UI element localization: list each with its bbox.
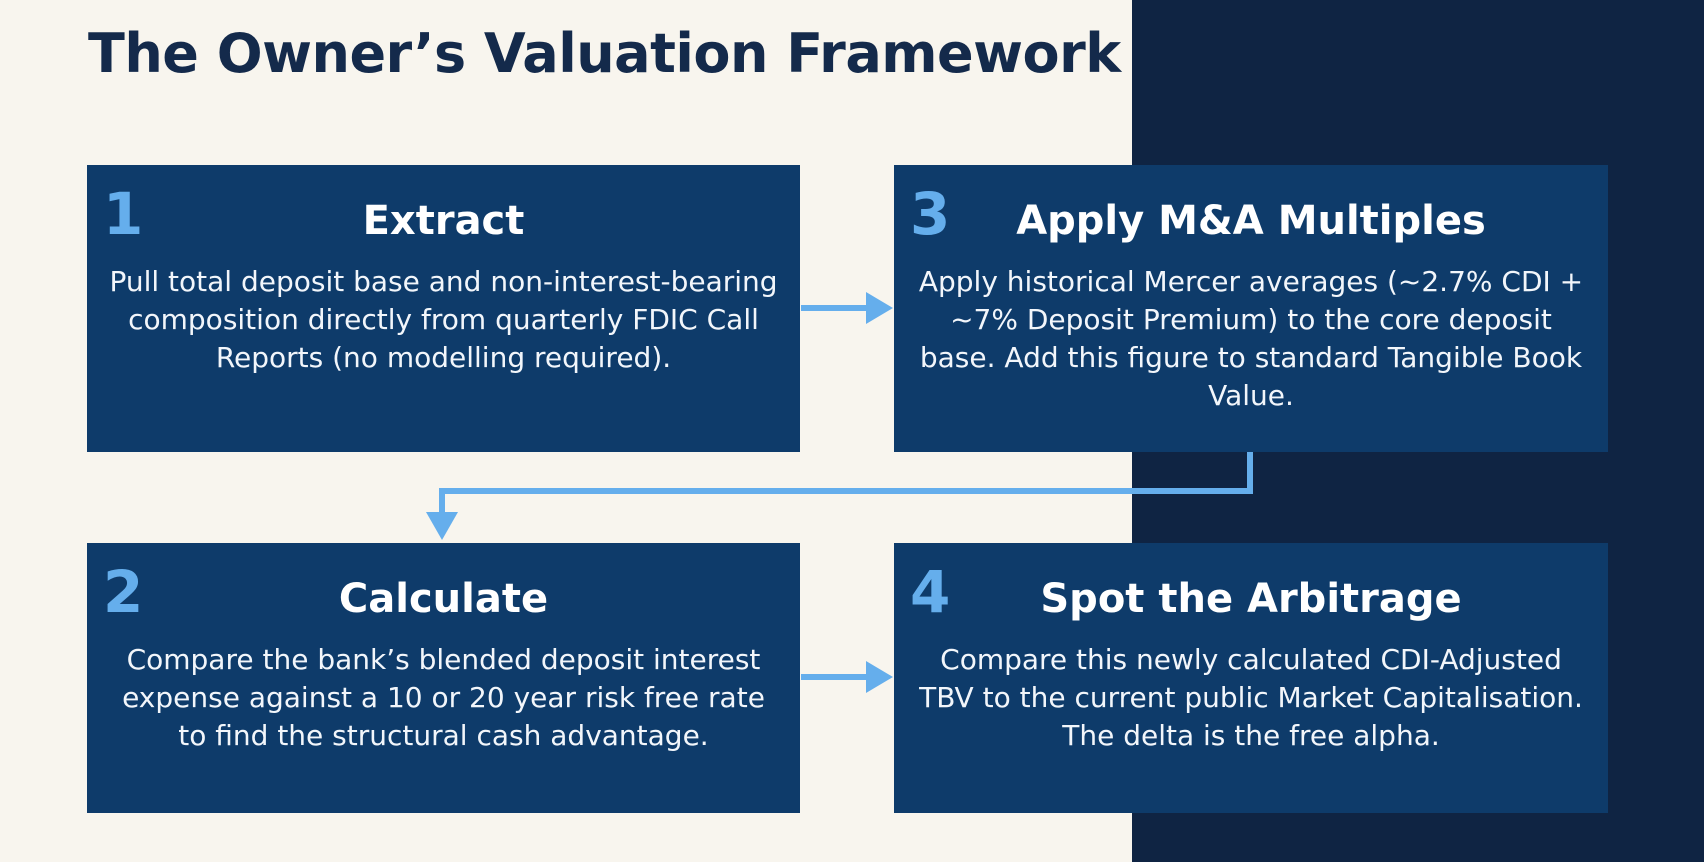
step-card-calculate: 2 Calculate Compare the bank’s blended d…: [87, 543, 800, 813]
arrow-extract-to-apply: [801, 292, 893, 324]
step-number: 4: [910, 558, 951, 626]
step-number: 3: [910, 180, 951, 248]
step-heading: Calculate: [338, 576, 549, 622]
step-heading: Apply M&A Multiples: [1016, 198, 1486, 244]
step-number: 1: [103, 180, 144, 248]
step-description: Pull total deposit base and non-interest…: [109, 265, 778, 374]
step-description: Compare the bank’s blended deposit inter…: [122, 643, 765, 752]
step-description: Compare this newly calculated CDI-Adjust…: [919, 643, 1583, 752]
step-card-apply-multiples: 3 Apply M&A Multiples Apply historical M…: [894, 165, 1608, 452]
step-heading: Spot the Arbitrage: [1040, 576, 1462, 622]
step-card-extract: 1 Extract Pull total deposit base and no…: [87, 165, 800, 452]
arrow-apply-to-calculate: [426, 452, 1253, 540]
step-card-spot-arbitrage: 4 Spot the Arbitrage Compare this newly …: [894, 543, 1608, 813]
step-heading: Extract: [362, 198, 525, 244]
step-number: 2: [103, 558, 144, 626]
arrow-calculate-to-arbitrage: [801, 661, 893, 693]
step-description: Apply historical Mercer averages (~2.7% …: [918, 265, 1584, 412]
page-title: The Owner’s Valuation Framework: [88, 22, 1121, 85]
